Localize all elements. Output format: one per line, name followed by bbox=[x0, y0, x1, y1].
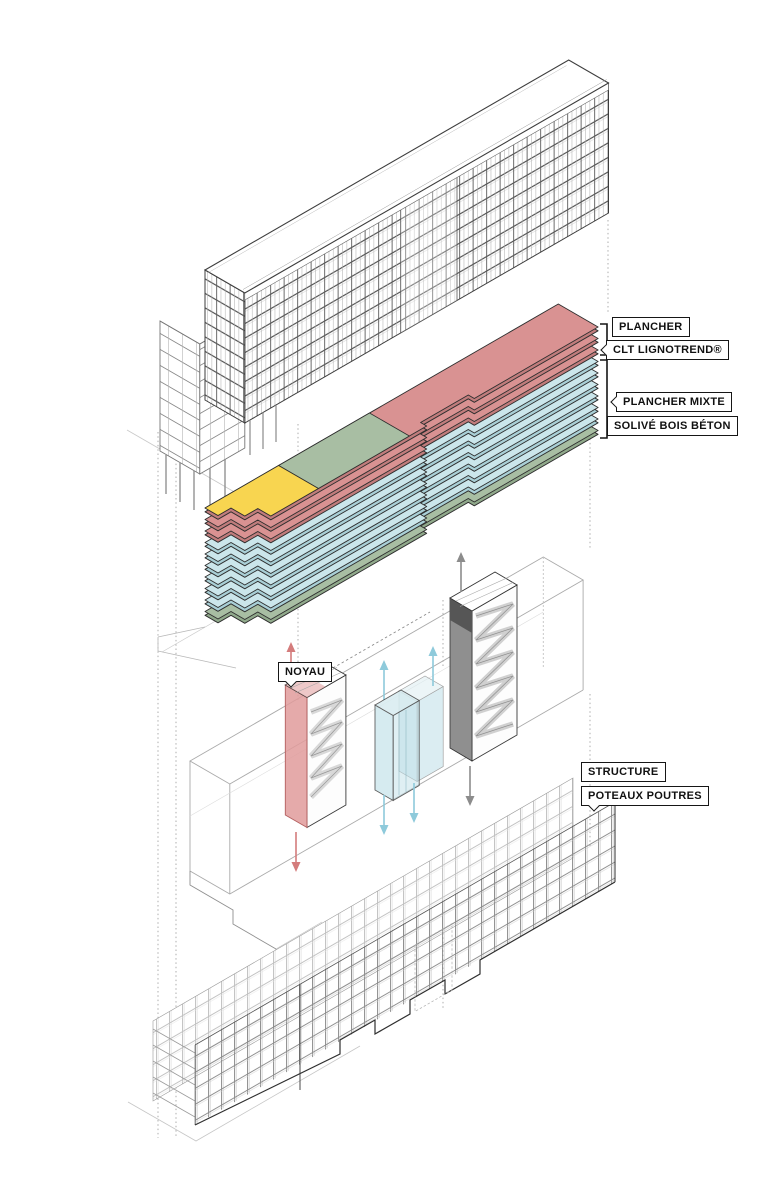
label-plancher-text: PLANCHER bbox=[619, 321, 683, 333]
gray-up-arrow-icon bbox=[456, 552, 466, 592]
front-shaft bbox=[374, 689, 421, 802]
structure-grid bbox=[127, 777, 616, 1142]
opening-detail bbox=[414, 922, 453, 1013]
label-structure: STRUCTURE bbox=[581, 762, 666, 782]
building-roof bbox=[203, 59, 610, 294]
bracket-clt bbox=[600, 323, 608, 356]
yellow-zone bbox=[204, 465, 319, 517]
floor-plates bbox=[157, 303, 608, 669]
red-down-arrow-icon bbox=[291, 832, 301, 872]
facade-recess bbox=[400, 170, 457, 333]
label-clt-lignotrend: CLT LIGNOTREND® bbox=[599, 340, 729, 360]
building-axon bbox=[126, 59, 610, 510]
top-plate-zones bbox=[204, 412, 410, 517]
bracket-mixte bbox=[600, 359, 608, 439]
frame-columns bbox=[165, 455, 226, 510]
label-poteaux-text: POTEAUX POUTRES bbox=[588, 790, 702, 802]
near-lattice-wall bbox=[194, 801, 616, 1126]
cores-level bbox=[189, 552, 584, 962]
core-red bbox=[284, 642, 347, 872]
end-cross-beams bbox=[152, 1028, 196, 1118]
label-plancher: PLANCHER bbox=[612, 317, 690, 337]
label-poteaux-poutres: POTEAUX POUTRES bbox=[581, 786, 709, 813]
ground-line bbox=[127, 1045, 361, 1142]
label-plancher-mixte: PLANCHER MIXTE bbox=[609, 392, 732, 412]
label-solive-bois-beton: SOLIVÉ BOIS BÉTON bbox=[607, 416, 738, 436]
label-clt-text: CLT LIGNOTREND® bbox=[613, 344, 722, 356]
core-gray bbox=[449, 552, 518, 806]
sawtooth-outline bbox=[194, 881, 616, 1126]
label-structure-text: STRUCTURE bbox=[588, 766, 659, 778]
blue-up-arrow-icon bbox=[379, 646, 438, 700]
label-noyau: NOYAU bbox=[278, 662, 333, 689]
gray-down-arrow-icon bbox=[465, 766, 475, 806]
pilotis-columns bbox=[249, 405, 277, 455]
building-end-face bbox=[204, 269, 246, 424]
label-noyau-text: NOYAU bbox=[285, 666, 326, 678]
plate-brackets bbox=[600, 323, 608, 439]
label-mixte-text: PLANCHER MIXTE bbox=[623, 396, 725, 408]
blue-down-arrow-icon bbox=[379, 783, 419, 835]
label-solive-text: SOLIVÉ BOIS BÉTON bbox=[614, 420, 731, 432]
core-blue bbox=[374, 646, 444, 835]
noyau-leader-line bbox=[332, 611, 431, 669]
